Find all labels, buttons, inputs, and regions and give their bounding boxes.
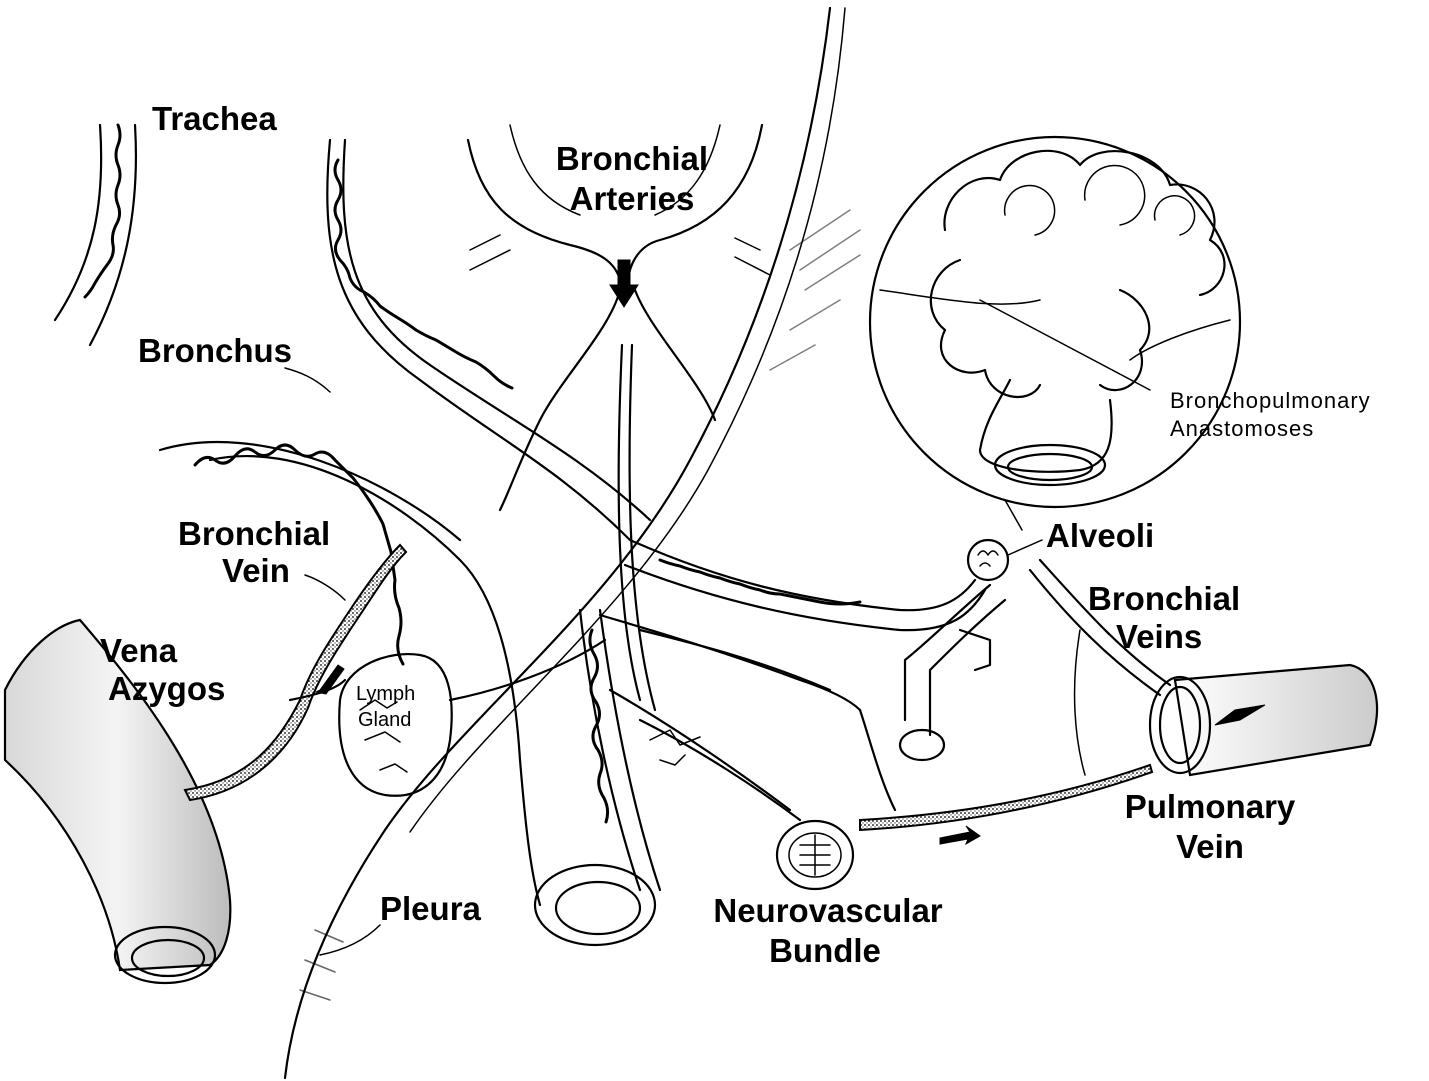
label-bronchial-veins-line2: Veins [1116, 618, 1202, 655]
bronchial-veins-shape [858, 558, 1172, 846]
label-vena-azygos-line2: Azygos [108, 670, 225, 707]
label-pleura: Pleura [380, 890, 482, 927]
trachea-shape [53, 123, 138, 347]
label-bronchopulmonary-line2: Anastomoses [1170, 416, 1314, 441]
label-bronchopulmonary-line1: Bronchopulmonary [1170, 388, 1371, 413]
bronchus-pointer [284, 367, 331, 393]
label-neurovascular-line1: Neurovascular [713, 892, 942, 929]
labels: Trachea Bronchial Arteries Bronchus Bron… [100, 100, 1371, 969]
bronchial-arteries-shape [466, 123, 771, 712]
label-alveoli: Alveoli [1046, 517, 1154, 554]
label-pulmonary-vein-line1: Pulmonary [1125, 788, 1296, 825]
label-neurovascular-line2: Bundle [769, 932, 881, 969]
label-pulmonary-vein-line2: Vein [1176, 828, 1244, 865]
pleura-pointer [319, 924, 381, 956]
label-lymph-gland-line2: Gland [358, 709, 411, 731]
bronchial-vein-pointer [304, 574, 346, 601]
bronchial-vein-shape [183, 543, 408, 802]
neurovascular-bundle-shape [608, 688, 855, 891]
label-bronchial-arteries-line1: Bronchial [556, 140, 708, 177]
label-vena-azygos-line1: Vena [100, 632, 178, 669]
pulmonary-vein-shape [1148, 663, 1379, 777]
bronchial-tubes [158, 441, 862, 947]
label-bronchial-vein-line1: Bronchial [178, 515, 330, 552]
label-bronchus: Bronchus [138, 332, 292, 369]
label-bronchial-arteries-line2: Arteries [570, 180, 695, 217]
bronchus-shape [326, 138, 987, 632]
label-bronchial-veins-line1: Bronchial [1088, 580, 1240, 617]
alveoli-magnifier [868, 135, 1242, 531]
label-bronchial-vein-line2: Vein [222, 552, 290, 589]
pleura-outline [283, 6, 861, 1080]
label-trachea: Trachea [152, 100, 277, 137]
lymph-gland-shape [338, 638, 607, 797]
vena-azygos-shape [3, 618, 232, 985]
alveoli-small [966, 538, 1043, 582]
label-lymph-gland-line1: Lymph [356, 683, 415, 705]
